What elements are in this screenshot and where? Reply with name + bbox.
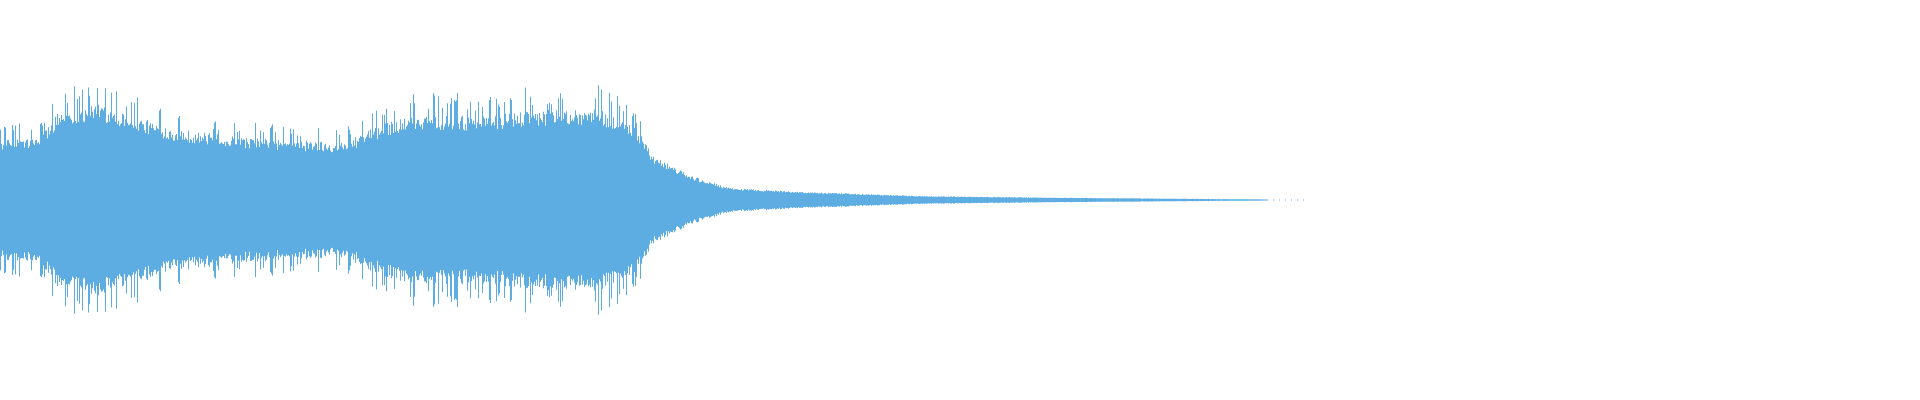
waveform-tail-dot: [1285, 199, 1286, 201]
waveform-path: [0, 85, 1267, 315]
waveform-tail-dot: [1291, 199, 1292, 201]
waveform-tail-dot: [1267, 199, 1268, 201]
waveform-tail-dot: [1273, 199, 1274, 201]
waveform-tail-dot: [1297, 199, 1298, 201]
waveform-tail-dot: [1279, 199, 1280, 201]
waveform-tail-dot: [1303, 199, 1304, 201]
waveform-samples: [0, 85, 1304, 315]
